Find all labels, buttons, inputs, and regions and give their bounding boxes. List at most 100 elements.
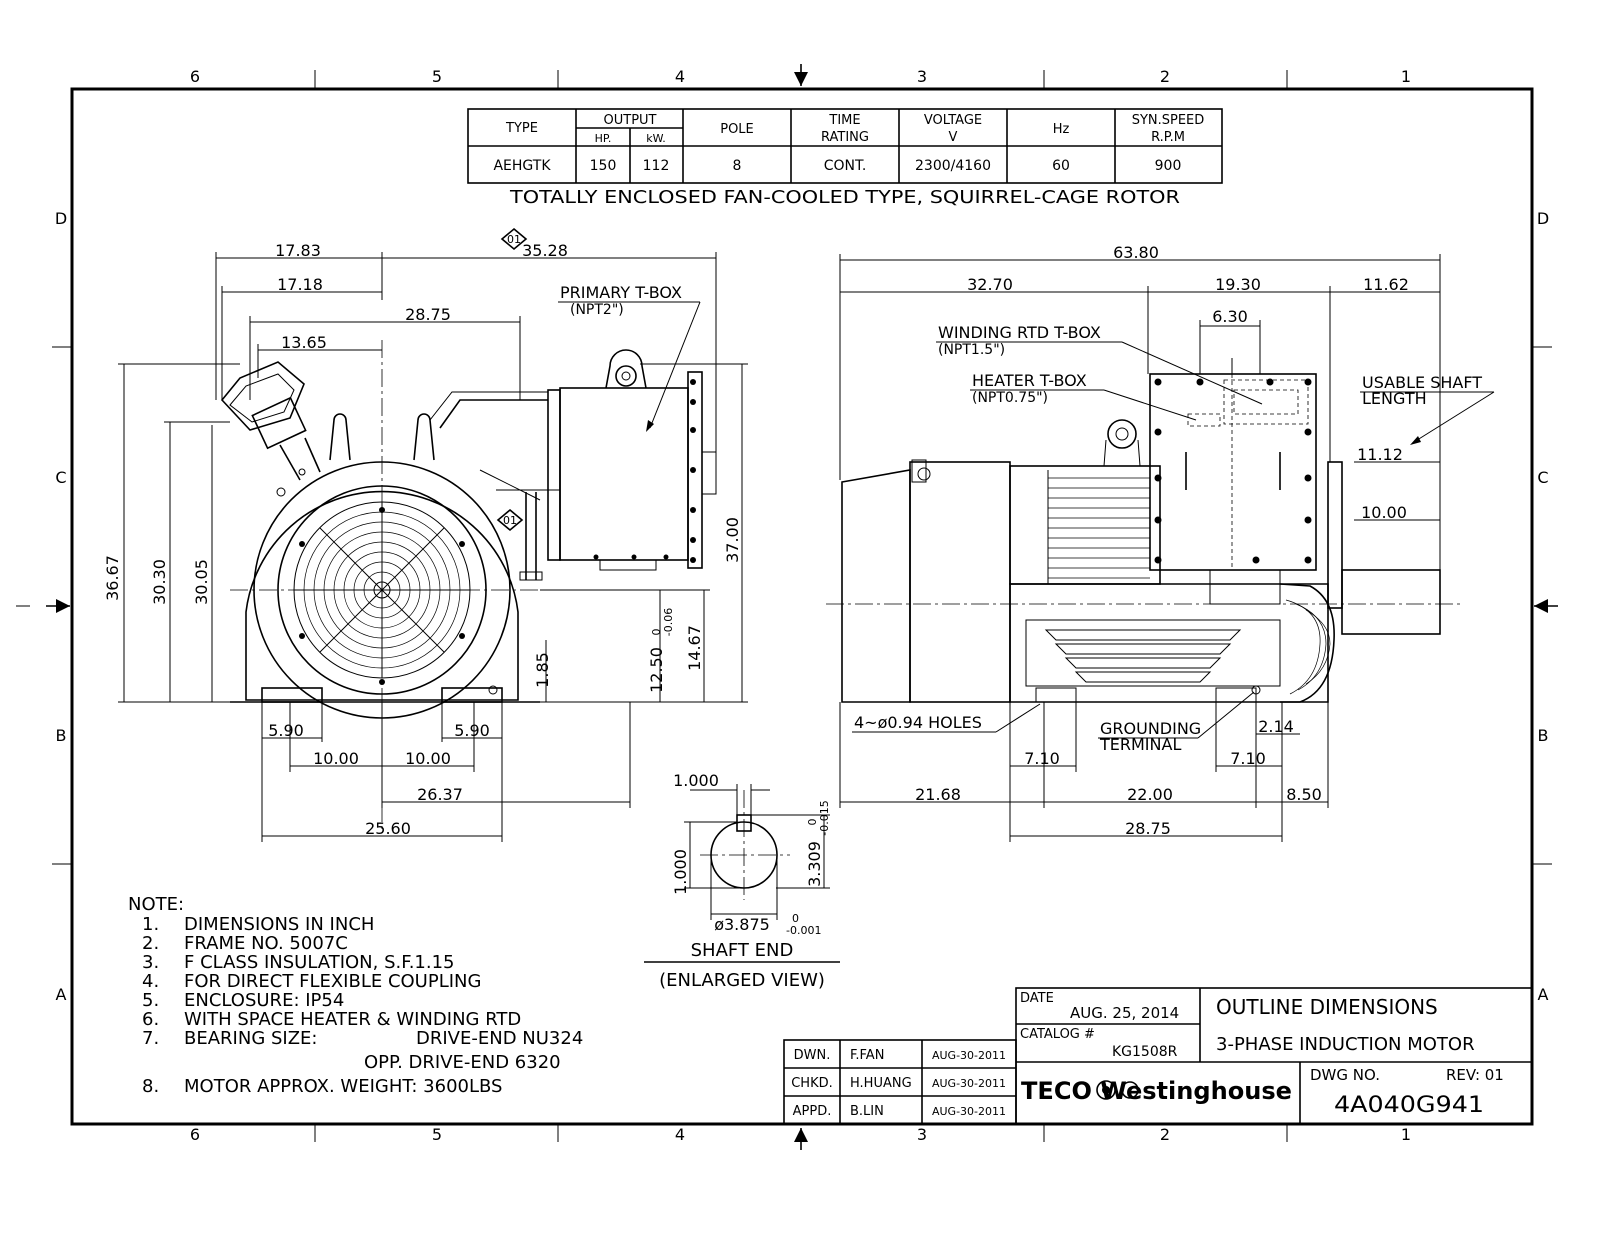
center-mark-bottom-icon [794,1128,808,1142]
spec-header-output: OUTPUT [604,113,657,128]
spec-header-kw: kW. [646,132,665,145]
signoff-table: DWN. F.FAN AUG-30-2011 CHKD. H.HUANG AUG… [783,1039,1017,1125]
winding-rtd-box-hidden [1223,379,1309,425]
center-mark-top-icon [794,72,808,86]
dim-11-12: 11.12 [1357,445,1403,464]
spec-table: TYPE OUTPUT HP. kW. POLE TIME RATING VOL… [467,108,1223,208]
title-block: DATE AUG. 25, 2014 CATALOG # KG1508R OUT… [1015,987,1533,1125]
zone-row-b-right: B [1538,726,1549,745]
signoff-date-dwn: AUG-30-2011 [932,1049,1006,1062]
dim-shaft-dia-tol-lower: -0.001 [786,924,821,937]
zone-labels: 6 5 4 3 2 1 6 5 4 3 2 1 D C B A D C B A [55,67,1549,1144]
note-3-num: 3. [142,952,159,973]
spec-header-time-2: RATING [821,130,869,145]
heater-tbox-npt: (NPT0.75") [972,390,1048,406]
notes-heading: NOTE: [128,894,184,915]
spec-header-voltage-1: VOLTAGE [924,113,982,128]
dim-63-80: 63.80 [1113,243,1159,262]
spec-header-voltage-2: V [949,130,958,145]
zone-col-2-bottom: 2 [1160,1125,1170,1144]
note-7-num: 7. [142,1028,159,1049]
zone-col-3-top: 3 [917,67,927,86]
spec-header-hp: HP. [595,132,612,145]
zone-col-1-bottom: 1 [1401,1125,1411,1144]
zone-col-5-top: 5 [432,67,442,86]
cooling-fins [1048,477,1150,579]
zone-row-d-right: D [1537,209,1549,228]
dim-10-00-left: 10.00 [313,749,359,768]
note-2-num: 2. [142,933,159,954]
fan-cowl-side [841,469,911,703]
dim-6-30: 6.30 [1212,307,1248,326]
note-7-opp-drive-end: OPP. DRIVE-END 6320 [364,1052,561,1073]
dim-30-30: 30.30 [150,559,169,605]
motor-frame-side [1009,465,1161,585]
date-value: AUG. 25, 2014 [1070,1004,1179,1022]
teco-westinghouse-logo: TECO Westinghouse [1021,1077,1292,1105]
dim-17-83: 17.83 [275,241,321,260]
dim-shaft-dia: ø3.875 [714,915,770,934]
spec-header-type: TYPE [505,121,538,136]
shaft-end-subtitle: (ENLARGED VIEW) [659,970,825,991]
dim-1-85: 1.85 [533,652,552,688]
front-terminal-box [220,361,321,497]
signoff-role-appd: APPD. [793,1104,832,1119]
dim-28-75-front: 28.75 [405,305,451,324]
note-4-text: FOR DIRECT FLEXIBLE COUPLING [184,971,481,992]
zone-row-a-left: A [56,985,67,1004]
usable-shaft-length: LENGTH [1362,389,1427,408]
heater-tbox-label: HEATER T-BOX [972,371,1087,390]
dim-36-67: 36.67 [103,555,122,601]
dim-26-37: 26.37 [417,785,463,804]
fan-guard-spokes [294,502,470,678]
spec-value-kw: 112 [643,158,670,174]
note-5-text: ENCLOSURE: IP54 [184,990,344,1011]
note-8-text: MOTOR APPROX. WEIGHT: 3600LBS [184,1076,502,1097]
rev-label: REV: 01 [1446,1066,1504,1084]
zone-col-6-bottom: 6 [190,1125,200,1144]
dim-32-70: 32.70 [967,275,1013,294]
note-4-num: 4. [142,971,159,992]
zone-col-4-bottom: 4 [675,1125,685,1144]
dim-35-28: 35.28 [522,241,568,260]
dim-12-50-tol-upper: 0 [650,629,663,636]
revision-mark-label: 01 [507,233,521,246]
zone-col-2-top: 2 [1160,67,1170,86]
zone-col-4-top: 4 [675,67,685,86]
dim-shaft-1-000-side: 1.000 [671,849,690,895]
spec-caption: TOTALLY ENCLOSED FAN-COOLED TYPE, SQUIRR… [509,187,1180,208]
spec-value-time: CONT. [824,158,867,174]
motor-housing-front [245,490,519,701]
dim-7-10-right: 7.10 [1230,749,1266,768]
spec-value-type: AEHGTK [493,158,551,174]
holes-label: 4~ø0.94 HOLES [854,713,982,732]
revision-mark-2-icon: 01 [496,508,524,532]
spec-value-speed: 900 [1155,158,1182,174]
primary-terminal-box [429,349,717,581]
catalog-label: CATALOG # [1020,1027,1095,1042]
spec-value-voltage: 2300/4160 [915,158,991,174]
revision-mark-icon: 01 [500,227,528,251]
shaft-side [1341,569,1441,635]
zone-row-a-right: A [1538,985,1549,1004]
dim-10-00-right: 10.00 [405,749,451,768]
dim-12-50-tol-lower: -0.06 [662,608,675,636]
dim-28-75-side: 28.75 [1125,819,1171,838]
spec-value-hp: 150 [590,158,617,174]
spec-header-speed-2: R.P.M [1151,130,1185,145]
winding-rtd-npt: (NPT1.5") [938,342,1005,358]
notes-block: NOTE: 1. DIMENSIONS IN INCH 2. FRAME NO.… [128,894,583,1097]
dim-25-60: 25.60 [365,819,411,838]
dim-shaft-1-000-top: 1.000 [673,771,719,790]
note-3-text: F CLASS INSULATION, S.F.1.15 [184,952,455,973]
signoff-role-dwn: DWN. [794,1048,831,1063]
teco-swirl-icon [1096,1080,1116,1100]
center-mark-right-icon [1534,599,1548,613]
logo-text: TECO Westinghouse [1021,1077,1292,1105]
drawing-title-1: OUTLINE DIMENSIONS [1216,995,1438,1019]
zone-col-1-top: 1 [1401,67,1411,86]
spec-header-pole: POLE [720,122,754,137]
fan-cover [277,485,487,695]
dim-19-30: 19.30 [1215,275,1261,294]
